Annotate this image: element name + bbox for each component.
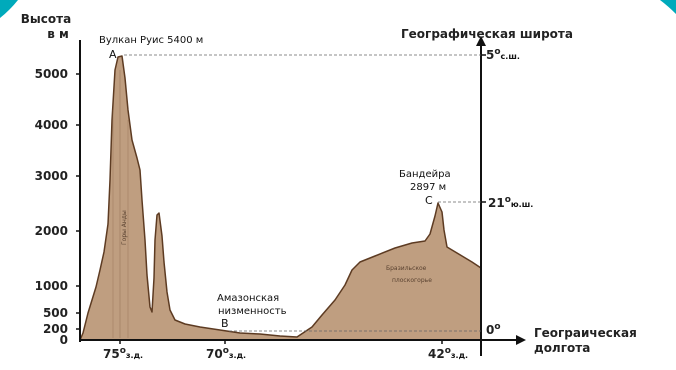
y-tick-label: 2000 bbox=[35, 224, 68, 238]
latitude-tick-label: 0o bbox=[486, 322, 501, 337]
latitude-tick-marks bbox=[481, 54, 486, 203]
y-axis-title: Высота bbox=[21, 12, 71, 26]
point-c-label: 2897 м bbox=[410, 182, 446, 193]
point-c-label: Бандейра bbox=[399, 169, 451, 180]
x-tick-marks bbox=[119, 340, 443, 344]
x-tick-label: 75oз.д. bbox=[103, 346, 143, 361]
plateau-region-label: Бразильское bbox=[386, 265, 427, 272]
latitude-axis-title: Географическая широта bbox=[401, 27, 573, 41]
point-b-label: низменность bbox=[218, 306, 287, 317]
y-tick-marks bbox=[76, 73, 80, 330]
latitude-tick-label: 21oю.ш. bbox=[488, 195, 533, 210]
x-axis-arrow bbox=[516, 335, 526, 345]
y-tick-label: 1000 bbox=[35, 279, 68, 293]
relief-profile bbox=[79, 55, 482, 341]
y-axis-title: в м bbox=[47, 27, 69, 41]
y-tick-label: 200 bbox=[43, 322, 68, 336]
andes-region-label: Горы Анды bbox=[121, 210, 128, 245]
longitude-axis-title: Геограическая bbox=[534, 326, 637, 340]
point-a-label: Вулкан Руис 5400 м bbox=[99, 35, 203, 46]
y-tick-label: 3000 bbox=[35, 169, 68, 183]
y-tick-label: 0 bbox=[60, 333, 68, 347]
x-tick-label: 42oз.д. bbox=[428, 346, 468, 361]
corner-accent-left bbox=[0, 0, 18, 18]
latitude-axis-arrow bbox=[476, 36, 486, 46]
plateau-region-label: плоскогорье bbox=[392, 277, 432, 284]
y-tick-label: 4000 bbox=[35, 118, 68, 132]
point-b-letter: B bbox=[221, 317, 229, 330]
point-b-label: Амазонская bbox=[217, 293, 279, 304]
y-tick-label: 5000 bbox=[35, 67, 68, 81]
latitude-tick-label: 5oс.ш. bbox=[486, 47, 520, 62]
corner-accent-right bbox=[660, 0, 676, 14]
y-tick-label: 500 bbox=[43, 306, 68, 320]
point-a-letter: A bbox=[109, 48, 117, 61]
x-tick-label: 70oз.д. bbox=[206, 346, 246, 361]
longitude-axis-title: долгота bbox=[534, 341, 590, 355]
point-c-letter: C bbox=[425, 194, 433, 207]
